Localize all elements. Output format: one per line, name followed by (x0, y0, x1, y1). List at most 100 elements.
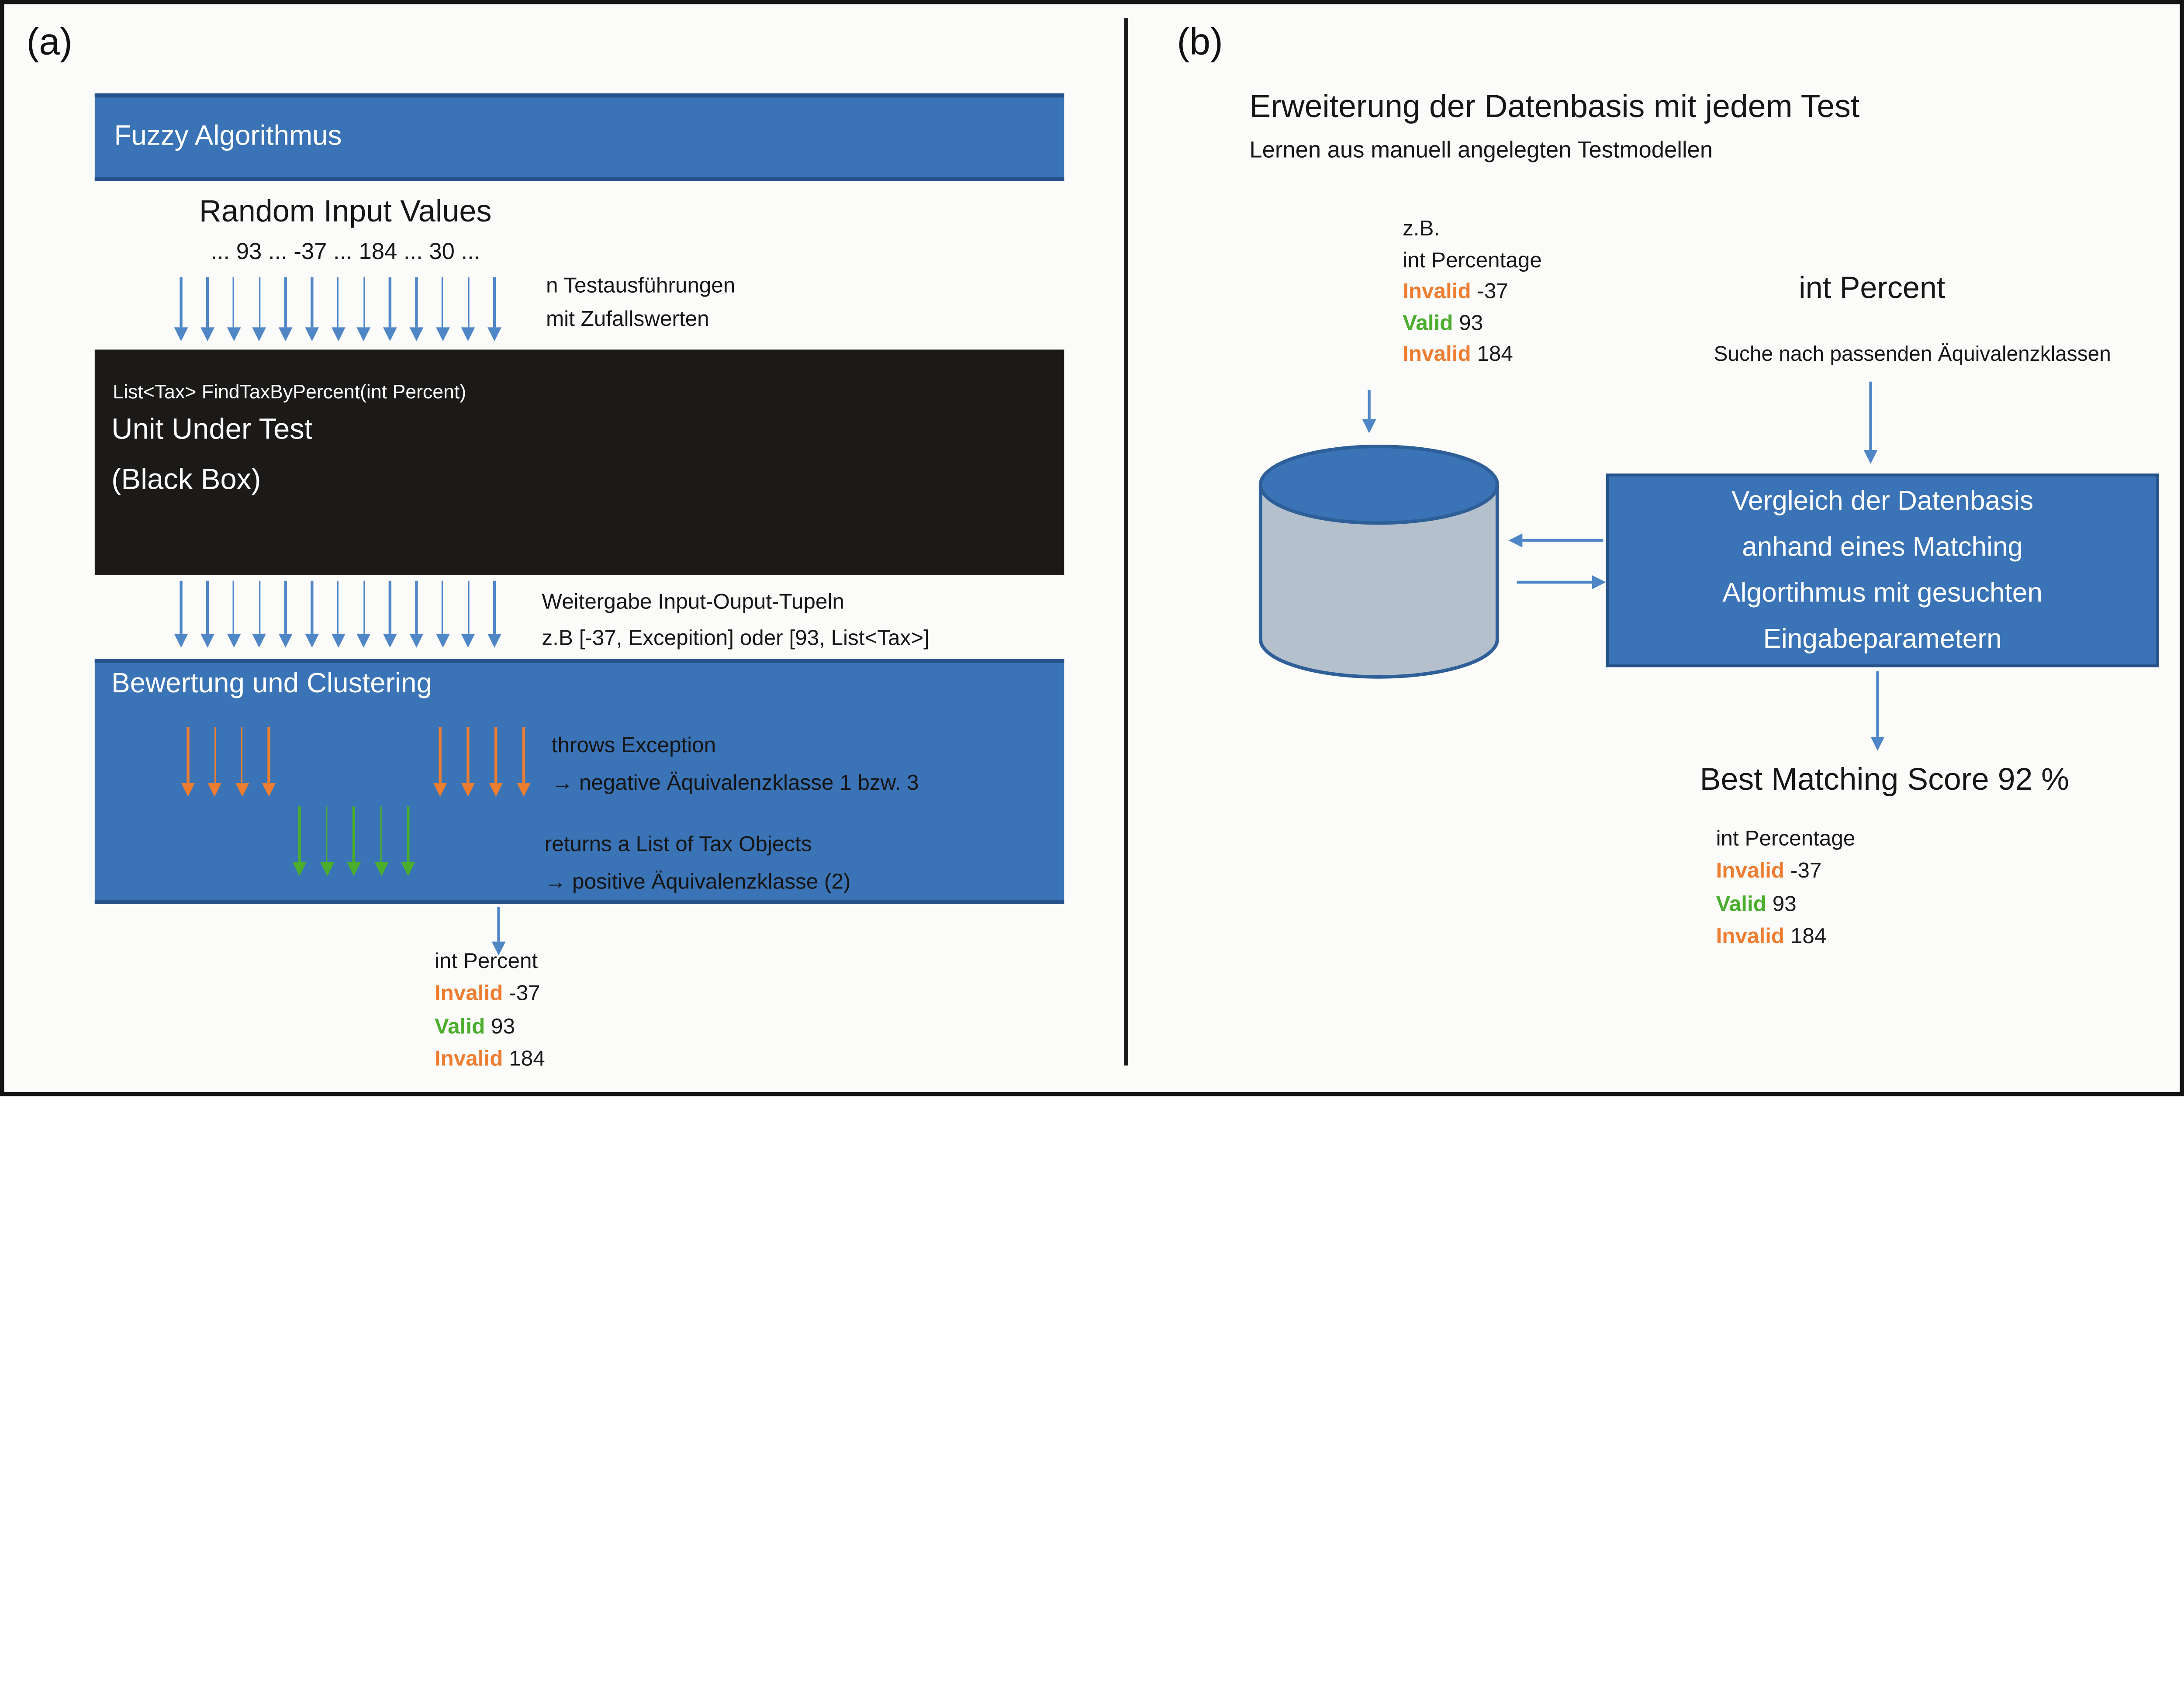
weitergabe-note: Weitergabe Input-Ouput-Tupeln z.B [-37, … (542, 585, 929, 657)
list-item: Valid 93 (1716, 888, 1856, 920)
panel-b-subtitle: Lernen aus manuell angelegten Testmodell… (1249, 138, 1713, 163)
top-down-arrows-icon (174, 277, 501, 342)
down-arrow-icon (304, 277, 319, 342)
box-to-database-arrow-icon (1522, 539, 1603, 542)
status-value: -37 (1790, 860, 1822, 884)
n-tests-note: n Testausführungen mit Zufallswerten (546, 270, 735, 336)
database-cylinder-icon (1258, 445, 1499, 679)
down-arrow-icon (181, 727, 195, 797)
returns-note: returns a List of Tax Objects → positive… (545, 826, 851, 901)
orange-arrows-left-icon (181, 727, 276, 797)
down-arrow-icon (278, 581, 293, 648)
clustering-box: Bewertung und Clustering throws Exceptio… (94, 659, 1064, 904)
matching-box-line3: Algortihmus mit gesuchten (1722, 578, 2042, 609)
down-arrow-icon (200, 581, 214, 648)
matching-box: Vergleich der Datenbasis anhand eines Ma… (1606, 473, 2159, 667)
down-arrow-icon (357, 277, 371, 342)
down-arrow-icon (331, 277, 345, 342)
green-arrows-icon (292, 806, 415, 876)
status-label: Valid (1403, 311, 1453, 335)
down-arrow-icon (435, 581, 449, 648)
down-arrow-icon (409, 581, 423, 648)
down-arrow-icon (487, 277, 501, 342)
list-item: Valid 93 (1403, 309, 1542, 340)
weitergabe-note-line2: z.B [-37, Excepition] oder [93, List<Tax… (542, 626, 930, 651)
down-arrow-icon (489, 727, 503, 797)
to-score-arrow-icon (1876, 671, 1879, 737)
figure-canvas: (a) Fuzzy Algorithmus Random Input Value… (0, 0, 2184, 1096)
exception-note-line1: throws Exception (551, 734, 716, 758)
returns-note-line2: → positive Äquivalenzklasse (2) (544, 870, 851, 895)
list-item: Invalid -37 (435, 978, 545, 1010)
result-list: int Percent Invalid -37 Valid 93 Invalid… (435, 946, 545, 1075)
clustering-box-title: Bewertung und Clustering (111, 668, 432, 699)
uut-title: Unit Under Test (111, 414, 313, 446)
down-arrow-icon (461, 581, 476, 648)
status-label: Invalid (434, 982, 503, 1006)
list-item: Invalid -37 (1403, 277, 1542, 309)
to-database-arrow-icon (1368, 390, 1371, 419)
status-label: Valid (1716, 892, 1766, 916)
best-score-title: Best Matching Score 92 % (1700, 762, 2070, 797)
panel-b-title: Erweiterung der Datenbasis mit jedem Tes… (1249, 87, 1860, 124)
down-arrow-icon (331, 581, 345, 648)
orange-arrows-right-icon (433, 727, 531, 797)
result-down-arrow-icon (496, 906, 500, 942)
status-label: Invalid (434, 1047, 503, 1071)
exception-note: throws Exception → negative Äquivalenzkl… (552, 727, 919, 802)
down-arrow-icon (374, 806, 388, 876)
result-list-header: int Percent (434, 950, 538, 974)
status-label: Invalid (1716, 924, 1785, 949)
down-arrow-icon (357, 581, 371, 648)
matching-box-line2: anhand eines Matching (1742, 532, 2023, 563)
list-item: Valid 93 (435, 1011, 545, 1043)
int-percent-label: int Percent (1799, 270, 1946, 305)
down-arrow-icon (208, 727, 222, 797)
status-label: Invalid (1403, 343, 1471, 367)
fuzzy-algorithm-bar: Fuzzy Algorithmus (94, 93, 1064, 181)
down-arrow-icon (319, 806, 334, 876)
down-arrow-icon (401, 806, 415, 876)
uut-subtitle: (Black Box) (111, 463, 261, 496)
down-arrow-icon (226, 581, 241, 648)
example-list-header: z.B. (1403, 217, 1440, 241)
down-arrow-icon (487, 581, 501, 648)
status-value: 93 (1459, 311, 1483, 335)
n-tests-note-line1: n Testausführungen (546, 274, 736, 298)
status-label: Valid (434, 1015, 485, 1039)
returns-note-line1: returns a List of Tax Objects (544, 833, 812, 857)
uut-signature: List<Tax> FindTaxByPercent(int Percent) (113, 380, 467, 403)
down-arrow-icon (433, 727, 447, 797)
unit-under-test-box: List<Tax> FindTaxByPercent(int Percent) … (94, 349, 1064, 575)
down-arrow-icon (200, 277, 214, 342)
list-item: Invalid 184 (1716, 920, 1856, 953)
down-arrow-icon (304, 581, 319, 648)
down-arrow-icon (461, 277, 476, 342)
mid-down-arrows-icon (174, 581, 501, 648)
exception-note-line2: → negative Äquivalenzklasse 1 bzw. 3 (551, 771, 919, 795)
status-value: -37 (509, 982, 540, 1006)
down-arrow-icon (262, 727, 276, 797)
status-value: 184 (509, 1047, 545, 1071)
down-arrow-icon (461, 727, 475, 797)
down-arrow-icon (435, 277, 449, 342)
status-value: 93 (1772, 892, 1797, 916)
down-arrow-icon (278, 277, 293, 342)
down-arrow-icon (235, 727, 249, 797)
random-input-values: ... 93 ... -37 ... 184 ... 30 ... (211, 239, 480, 265)
panel-divider (1124, 18, 1128, 1066)
weitergabe-note-line1: Weitergabe Input-Ouput-Tupeln (542, 591, 844, 615)
down-arrow-icon (252, 581, 266, 648)
example-list: z.B. int Percentage Invalid -37 Valid 93… (1403, 214, 1542, 372)
list-item: Invalid 184 (1403, 340, 1542, 372)
status-value: -37 (1477, 280, 1508, 304)
down-arrow-icon (517, 727, 531, 797)
list-item: Invalid -37 (1716, 856, 1856, 888)
status-value: 184 (1790, 924, 1827, 949)
list-item: Invalid 184 (435, 1043, 545, 1075)
down-arrow-icon (292, 806, 307, 876)
down-arrow-icon (252, 277, 266, 342)
database-to-box-arrow-icon (1517, 581, 1592, 584)
random-input-title: Random Input Values (199, 194, 492, 228)
panel-a-label: (a) (26, 21, 73, 63)
